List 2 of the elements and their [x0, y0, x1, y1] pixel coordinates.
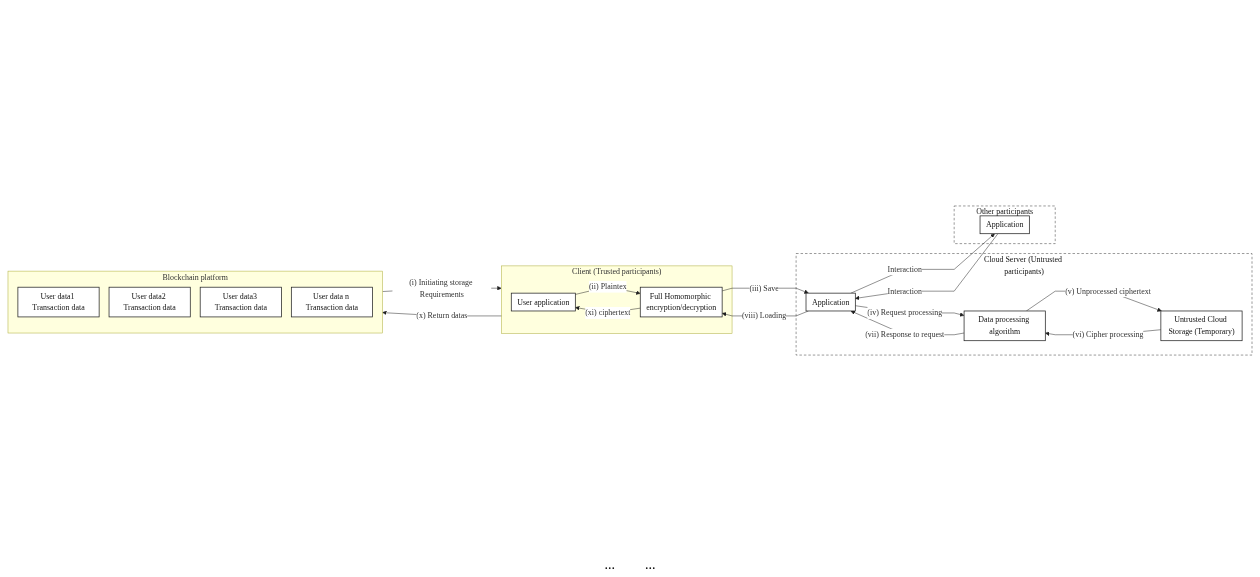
ellipsis-note: ...	[645, 557, 656, 573]
ellipsis-note: ...	[604, 557, 615, 573]
